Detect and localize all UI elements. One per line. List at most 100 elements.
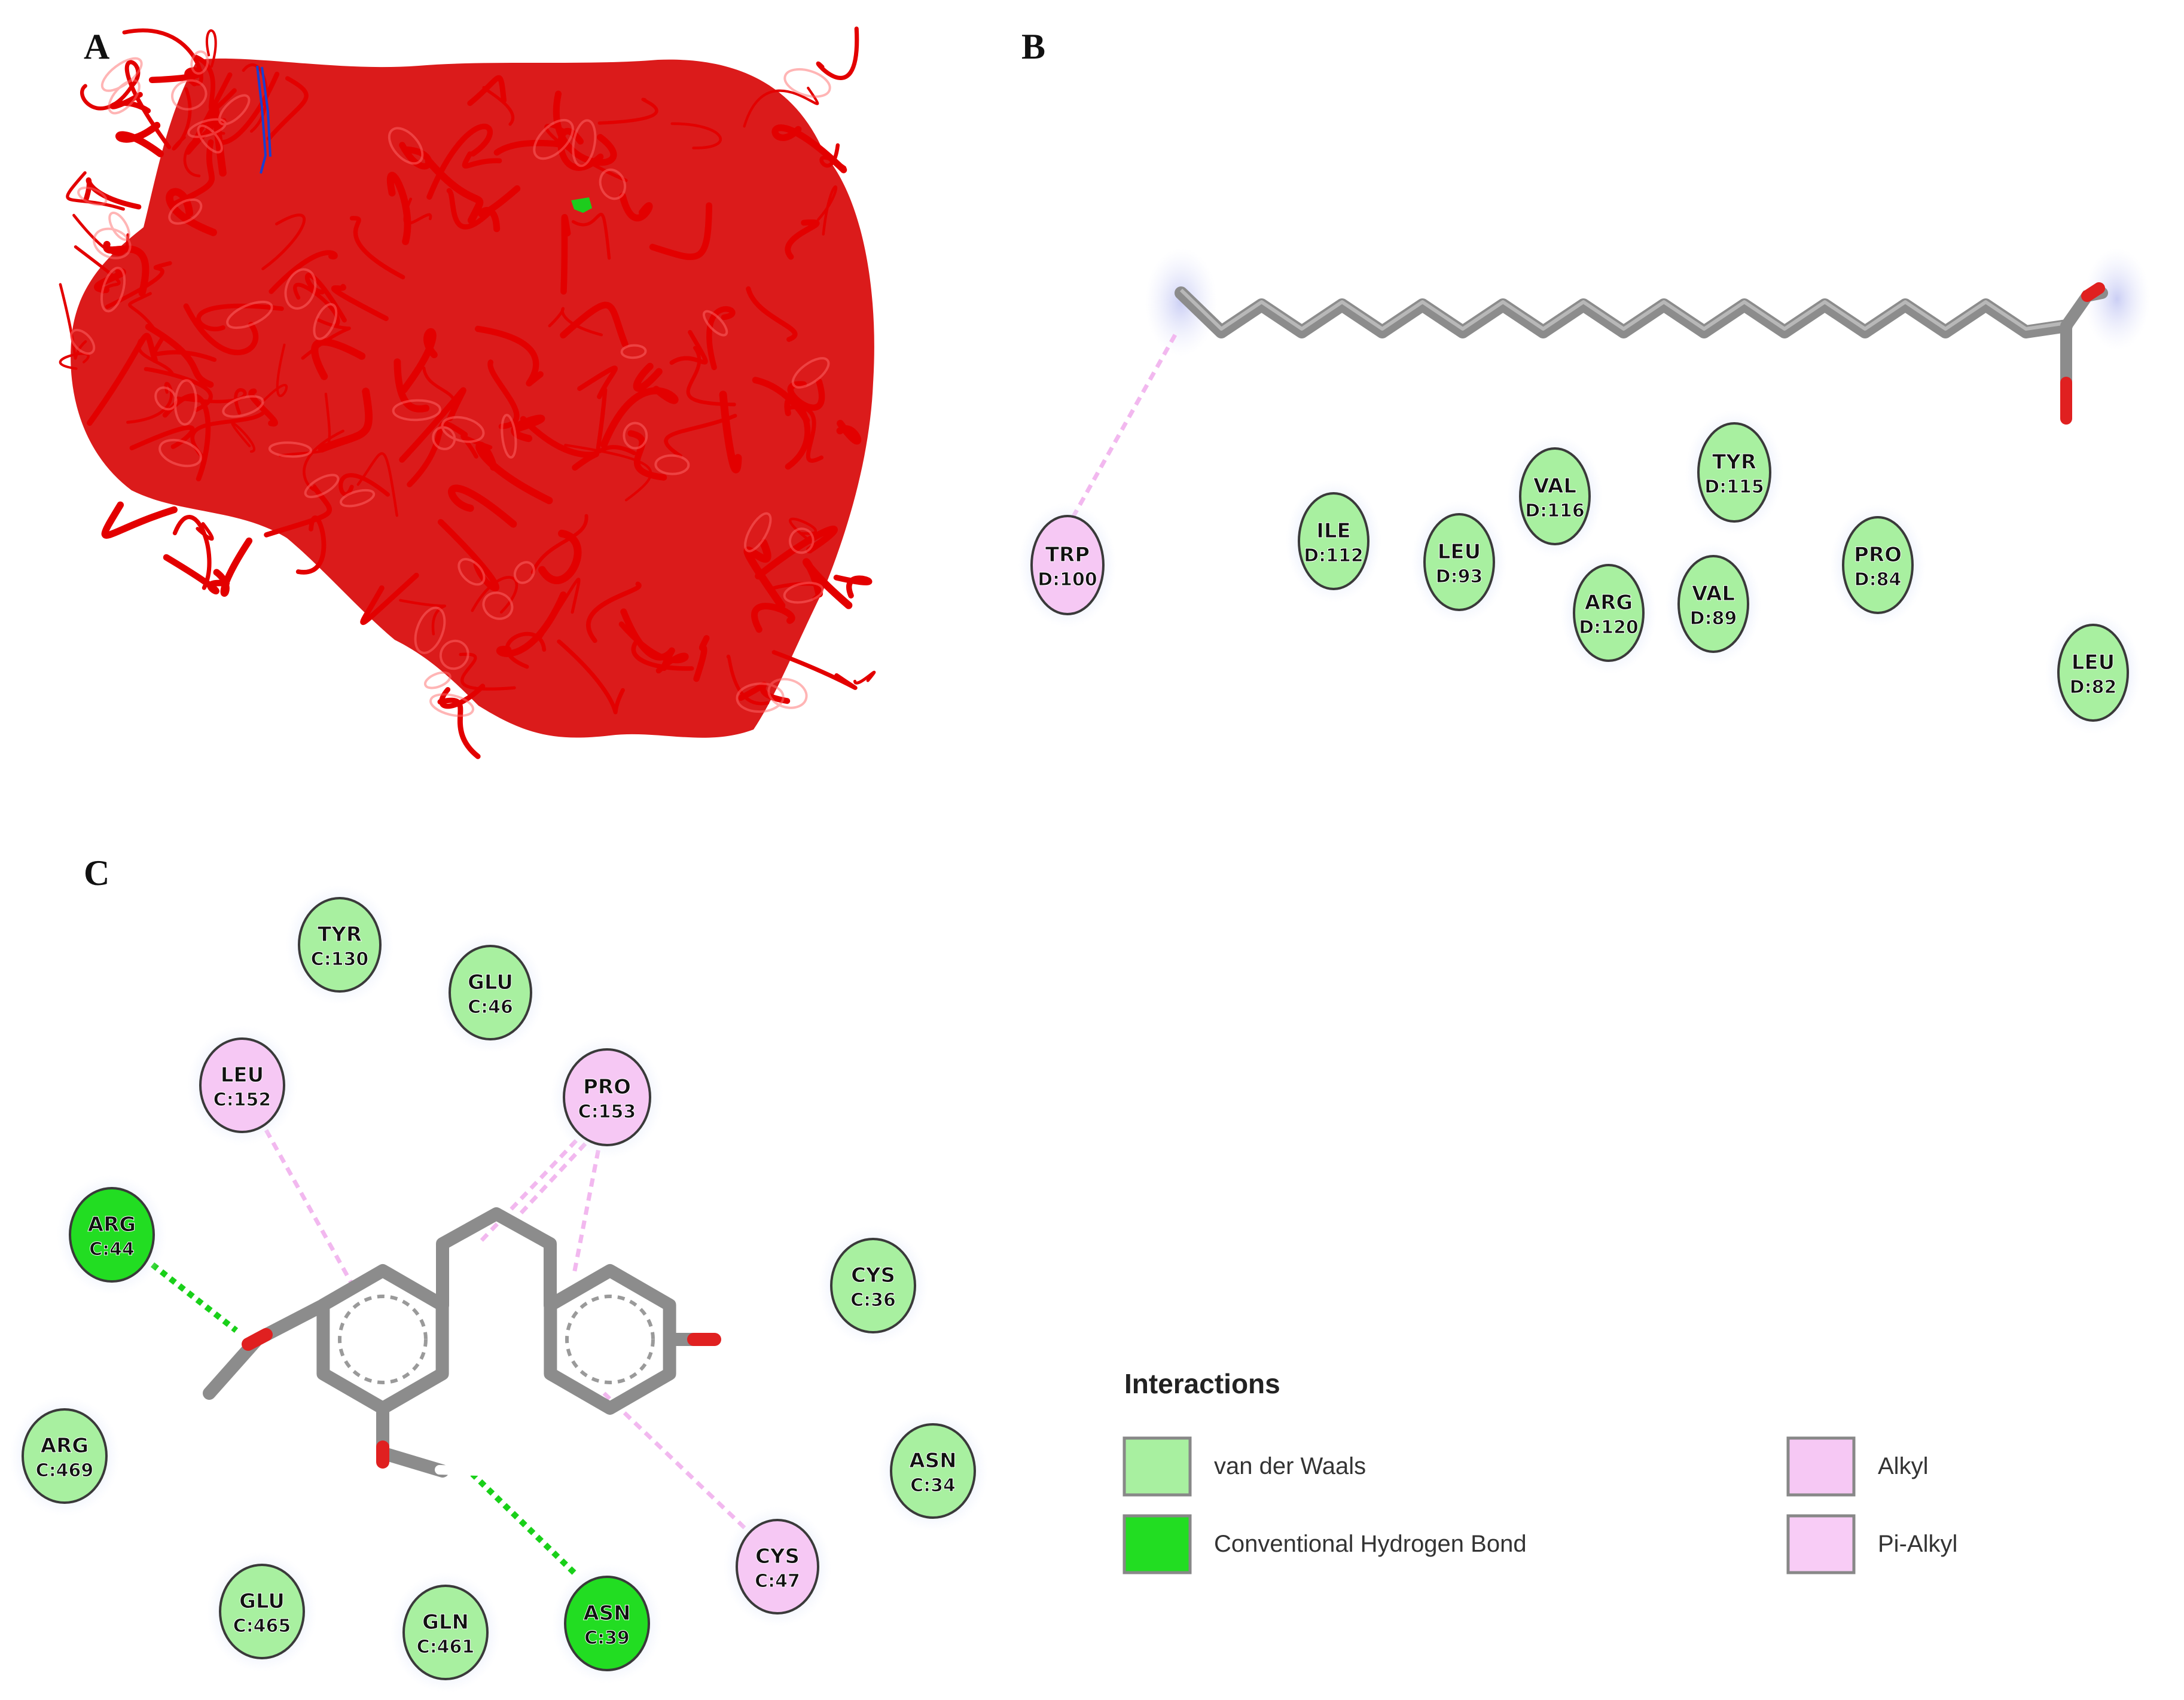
helix-coil bbox=[174, 379, 197, 426]
residue-disc bbox=[22, 1408, 108, 1504]
ribbon-strand bbox=[426, 123, 493, 200]
ribbon-strand bbox=[467, 75, 507, 106]
ribbon-strand bbox=[477, 185, 521, 233]
ribbon-strand bbox=[261, 213, 306, 270]
ribbon-strand bbox=[719, 390, 742, 474]
residue-disc bbox=[402, 1585, 489, 1680]
ribbon-strand bbox=[693, 635, 710, 682]
residue-number: C:461 bbox=[417, 1637, 475, 1658]
ribbon-strand bbox=[124, 60, 172, 149]
ribbon-strand bbox=[787, 379, 825, 411]
residue-name: ASN bbox=[583, 1601, 630, 1625]
ribbon-strand bbox=[475, 441, 553, 505]
helix-coil bbox=[599, 168, 627, 200]
residue-number: D:100 bbox=[1038, 569, 1097, 590]
legend-label-pi-alkyl: Pi-Alkyl bbox=[1878, 1531, 1957, 1557]
helix-coil bbox=[572, 119, 597, 167]
ribbon-strand bbox=[460, 434, 493, 459]
helix-coil bbox=[108, 79, 141, 115]
ribbon-strand bbox=[129, 425, 195, 451]
residue-disc bbox=[1573, 564, 1645, 662]
ribbon-strand bbox=[183, 303, 259, 356]
alkyl-contact-cys47 bbox=[602, 1391, 746, 1530]
ribbon-strand bbox=[399, 142, 432, 170]
carboxyl-oxygen-top-red bbox=[2081, 282, 2105, 302]
residue-disc bbox=[890, 1423, 976, 1519]
helix-coil bbox=[783, 581, 824, 604]
alkyl-contact-pro153-a bbox=[477, 1128, 588, 1246]
alkyl-chain-backbone bbox=[1175, 286, 2073, 338]
methoxy-oxygen bbox=[242, 1328, 273, 1351]
ribbon-strand bbox=[571, 212, 611, 260]
residue-name: GLU bbox=[239, 1589, 285, 1613]
helix-coil bbox=[429, 693, 474, 718]
residue-disc bbox=[1298, 492, 1369, 590]
helix-coil bbox=[218, 94, 251, 126]
helix-coil bbox=[93, 227, 132, 260]
ribbon-strand bbox=[172, 515, 212, 590]
ribbon-strand bbox=[496, 591, 567, 657]
ribbon-strand bbox=[474, 325, 544, 387]
ribbon-strand bbox=[205, 29, 217, 68]
ribbon-strand bbox=[437, 518, 500, 591]
helix-coil bbox=[439, 639, 469, 670]
ligand-a-blue bbox=[256, 65, 272, 174]
ribbon-strand bbox=[560, 214, 571, 295]
ribbon-strand bbox=[633, 362, 663, 392]
helix-coil bbox=[783, 68, 831, 98]
residue-disc bbox=[69, 1187, 155, 1283]
ribbon-strand bbox=[163, 554, 230, 595]
residue-number: D:93 bbox=[1436, 566, 1483, 587]
ribbon-strand bbox=[311, 338, 366, 380]
ribbon-strand bbox=[627, 430, 667, 481]
helix-coil bbox=[513, 561, 535, 584]
ribbon-strand bbox=[482, 86, 515, 126]
ribbon-strand bbox=[586, 581, 642, 643]
residue-number: C:469 bbox=[36, 1460, 94, 1481]
residue-name: LEU bbox=[2072, 651, 2115, 674]
helix-coil bbox=[100, 267, 126, 313]
alkyl-chain-highlight bbox=[1179, 288, 2067, 331]
residue-disc bbox=[1030, 515, 1105, 615]
left-aromatic-ring bbox=[338, 1295, 428, 1384]
ribbon-strand bbox=[318, 387, 373, 453]
residue-disc bbox=[2057, 624, 2129, 722]
ribbon-strand bbox=[394, 358, 430, 413]
ribbon-strand bbox=[295, 515, 327, 575]
residue-disc bbox=[449, 945, 532, 1040]
helix-coil bbox=[432, 426, 456, 450]
ribbon-strand bbox=[128, 292, 160, 335]
ribbon-strand bbox=[789, 517, 818, 546]
legend-label-van-der-waals: van der Waals bbox=[1214, 1453, 1366, 1479]
residue-number: C:46 bbox=[468, 997, 513, 1018]
ribbon-strand bbox=[620, 608, 675, 672]
panel-c-residues: TYRC:130GLUC:46LEUC:152PROC:153ARGC:44CY… bbox=[10, 885, 988, 1692]
ribbon-strand bbox=[360, 572, 419, 625]
helix-coil bbox=[501, 414, 517, 459]
residue-disc bbox=[564, 1576, 650, 1671]
helix-coil bbox=[744, 512, 772, 553]
hbond-contact-arg44 bbox=[150, 1262, 239, 1333]
residue-disc bbox=[830, 1238, 916, 1333]
residue-name: ILE bbox=[1316, 519, 1351, 543]
residue-number: C:36 bbox=[850, 1290, 896, 1311]
ribbon-strand bbox=[771, 650, 858, 690]
ribbon-strand bbox=[145, 323, 214, 388]
ribbon-highlights bbox=[69, 50, 831, 718]
ribbon-strand bbox=[399, 387, 466, 463]
residue-number: C:34 bbox=[910, 1475, 956, 1496]
residue-number: C:153 bbox=[578, 1101, 636, 1122]
residue-name: CYS bbox=[851, 1263, 895, 1287]
ribbon-strand bbox=[544, 124, 628, 182]
